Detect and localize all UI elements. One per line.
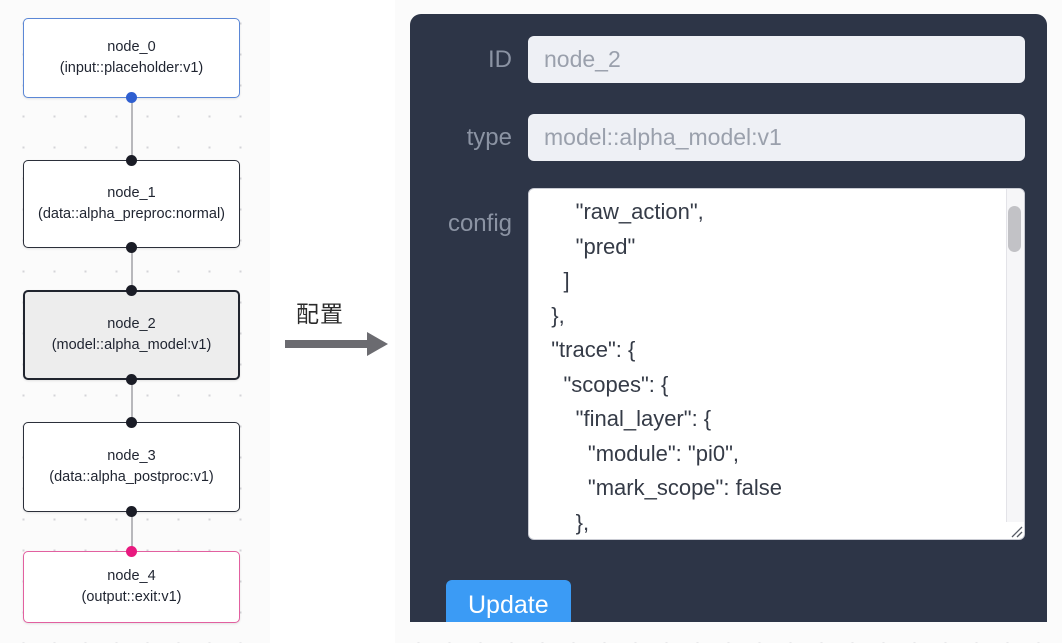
graph-canvas[interactable]: node_0 (input::placeholder:v1) node_1 (d…	[0, 0, 270, 643]
node-handle-source-node_3[interactable]	[126, 506, 137, 517]
arrow-right-icon	[285, 332, 388, 356]
graph-node-label: node_4 (output::exit:v1)	[81, 568, 182, 605]
node-handle-target-node_1[interactable]	[126, 155, 137, 166]
id-label: ID	[488, 45, 512, 73]
node-handle-source-node_2[interactable]	[126, 374, 137, 385]
graph-node-label: node_0 (input::placeholder:v1)	[59, 39, 204, 76]
graph-node-node_3[interactable]: node_3 (data::alpha_postproc:v1)	[23, 422, 240, 512]
graph-node-node_4[interactable]: node_4 (output::exit:v1)	[23, 551, 240, 623]
field-row-id: ID	[410, 36, 1047, 83]
resize-grip-icon[interactable]	[1007, 522, 1023, 538]
edge-node2-node3	[131, 375, 133, 427]
field-row-config: config "raw_action", "pred" ] }, "trace"…	[410, 188, 1047, 540]
node-handle-target-node_4[interactable]	[126, 546, 137, 557]
canvas-gap-spacer	[270, 0, 395, 643]
graph-node-node_0[interactable]: node_0 (input::placeholder:v1)	[23, 18, 240, 98]
node-handle-source-node_1[interactable]	[126, 242, 137, 253]
edge-node1-node2	[131, 243, 133, 295]
graph-node-node_2[interactable]: node_2 (model::alpha_model:v1)	[23, 290, 240, 380]
config-scrollbar-thumb[interactable]	[1008, 206, 1021, 252]
config-textarea-wrapper: "raw_action", "pred" ] }, "trace": { "sc…	[528, 188, 1025, 540]
update-button[interactable]: Update	[446, 580, 571, 622]
node-handle-source-node_0[interactable]	[126, 92, 137, 103]
config-textarea[interactable]: "raw_action", "pred" ] }, "trace": { "sc…	[529, 189, 1007, 539]
transition-label: 配置	[296, 301, 344, 327]
edge-node0-node1	[131, 93, 133, 165]
type-input[interactable]	[528, 114, 1025, 161]
node-inspector-panel: ID type config "raw_action", "pred" ] },…	[410, 14, 1047, 622]
graph-node-label: node_1 (data::alpha_preproc:normal)	[38, 185, 225, 222]
graph-node-label: node_2 (model::alpha_model:v1)	[51, 316, 212, 353]
type-label: type	[466, 123, 512, 151]
field-row-type: type	[410, 114, 1047, 161]
node-handle-target-node_3[interactable]	[126, 417, 137, 428]
transition-arrow-group: 配置	[285, 295, 395, 365]
config-scrollbar-track[interactable]	[1006, 189, 1024, 522]
edge-node3-node4	[131, 507, 133, 556]
graph-node-node_1[interactable]: node_1 (data::alpha_preproc:normal)	[23, 160, 240, 248]
graph-node-label: node_3 (data::alpha_postproc:v1)	[49, 448, 214, 485]
node-handle-target-node_2[interactable]	[126, 285, 137, 296]
config-label: config	[447, 210, 512, 237]
id-input[interactable]	[528, 36, 1025, 83]
